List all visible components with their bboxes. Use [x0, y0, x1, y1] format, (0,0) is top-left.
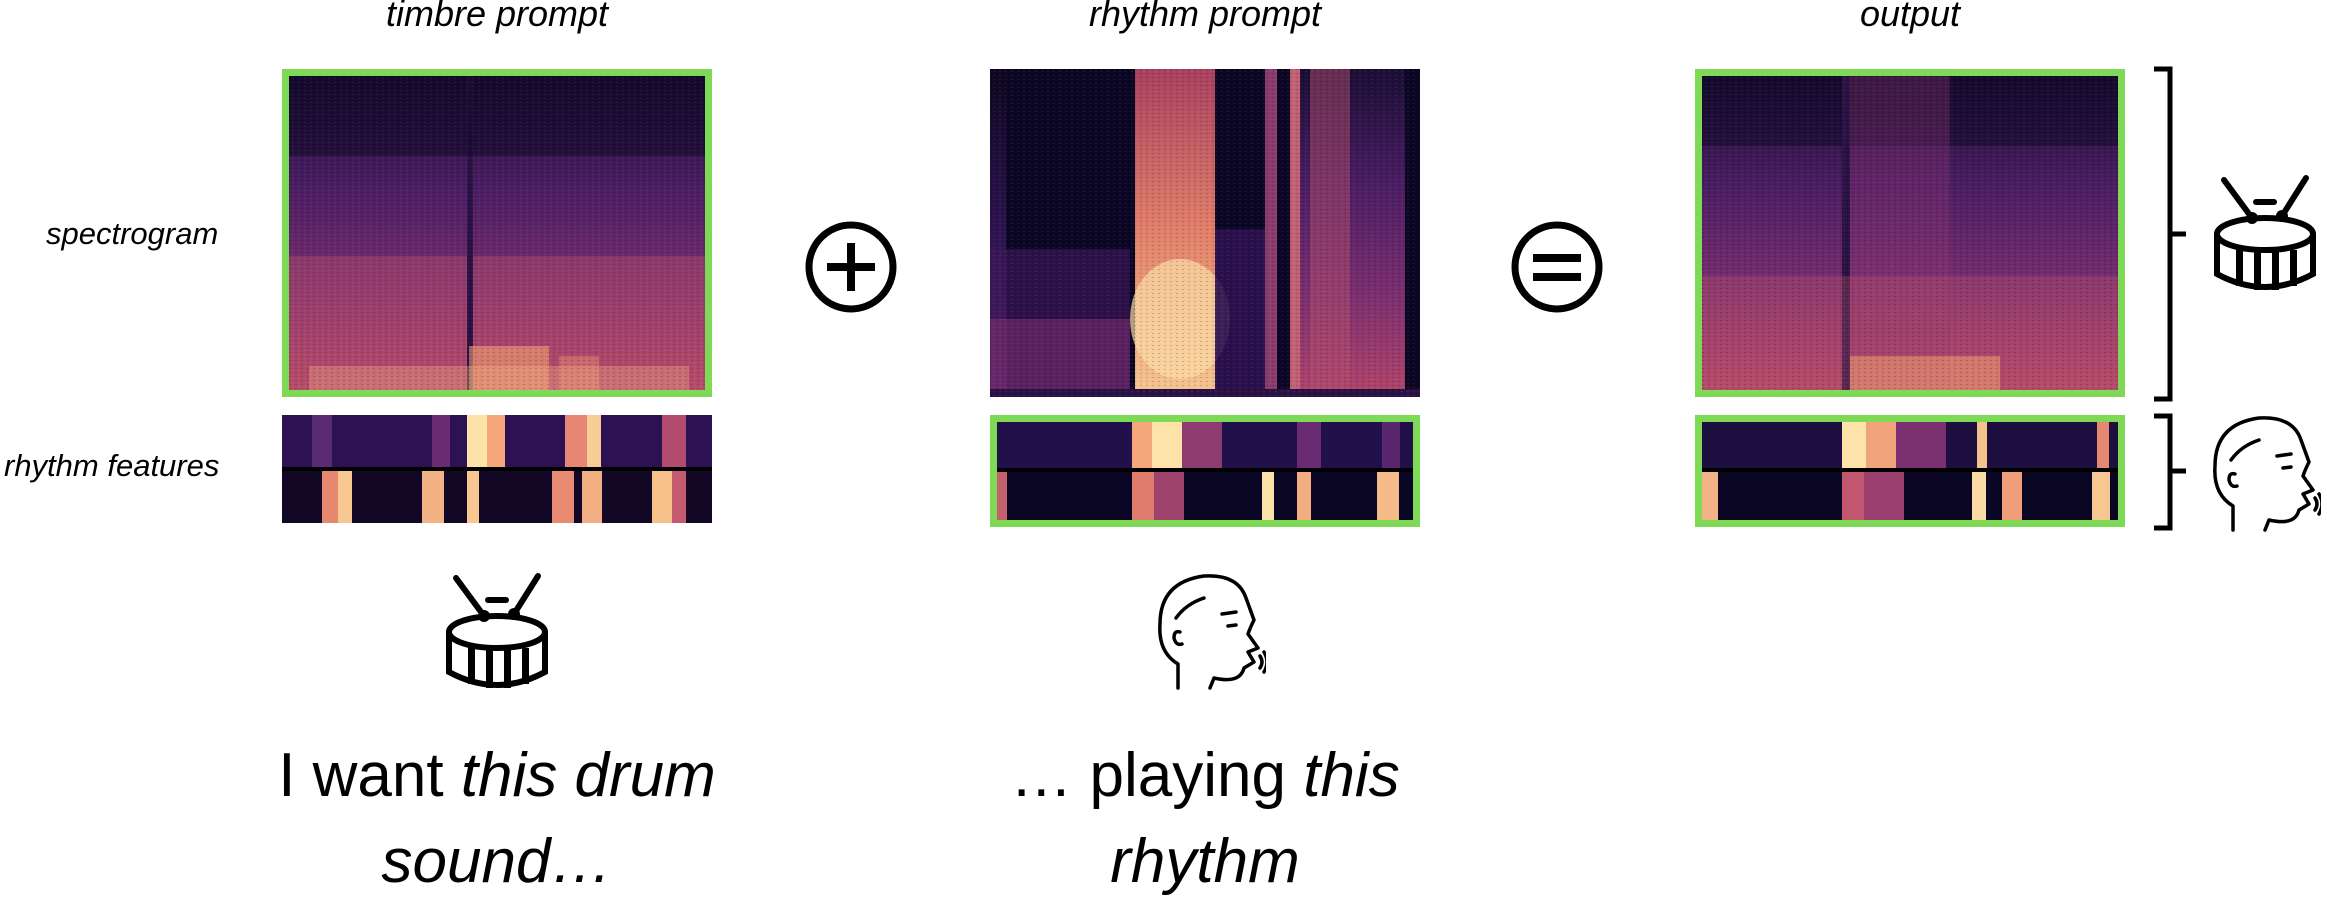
- beatbox-face-icon: [1158, 574, 1266, 690]
- output-spectrogram: [1695, 69, 2125, 397]
- timbre-spectrogram: [282, 69, 712, 397]
- plus-circle-icon: [805, 221, 897, 313]
- timbre-caption-plain: I want: [278, 741, 461, 810]
- timbre-rhythm-features: [282, 415, 712, 523]
- rhythm-caption-line2-text: rhythm: [1110, 827, 1300, 896]
- timbre-caption-line2: sound…: [222, 819, 772, 905]
- equals-circle-icon: [1511, 221, 1603, 313]
- timbre-caption: I want this drum sound…: [222, 733, 772, 905]
- rhythm-caption-plain: … playing: [1010, 741, 1304, 810]
- rhythm-caption-italic: this: [1303, 741, 1400, 810]
- rhythm-caption-line2: rhythm: [930, 819, 1480, 905]
- timbre-prompt-title: timbre prompt: [385, 0, 609, 34]
- timbre-caption-line2-text: sound…: [381, 827, 613, 896]
- rhythm-spectrogram: [990, 69, 1420, 397]
- rhythm-caption-line1: … playing this: [930, 733, 1480, 819]
- rhythm-caption: … playing this rhythm: [930, 733, 1480, 905]
- rhythm-prompt-title: rhythm prompt: [1088, 0, 1322, 34]
- timbre-caption-italic: this drum: [460, 741, 716, 810]
- spectrogram-bracket: [2154, 66, 2186, 402]
- timbre-caption-line1: I want this drum: [222, 733, 772, 819]
- spectrogram-row-label: spectrogram: [46, 216, 219, 251]
- rhythm-bracket: [2154, 413, 2186, 531]
- output-title: output: [1859, 0, 1961, 34]
- drum-icon: [2214, 175, 2316, 290]
- output-rhythm-features: [1695, 415, 2125, 527]
- drum-icon: [446, 573, 548, 688]
- beatbox-face-icon: [2213, 416, 2321, 532]
- rhythm-features-row-label: rhythm features: [4, 448, 220, 483]
- rhythm-rhythm-features: [990, 415, 1420, 527]
